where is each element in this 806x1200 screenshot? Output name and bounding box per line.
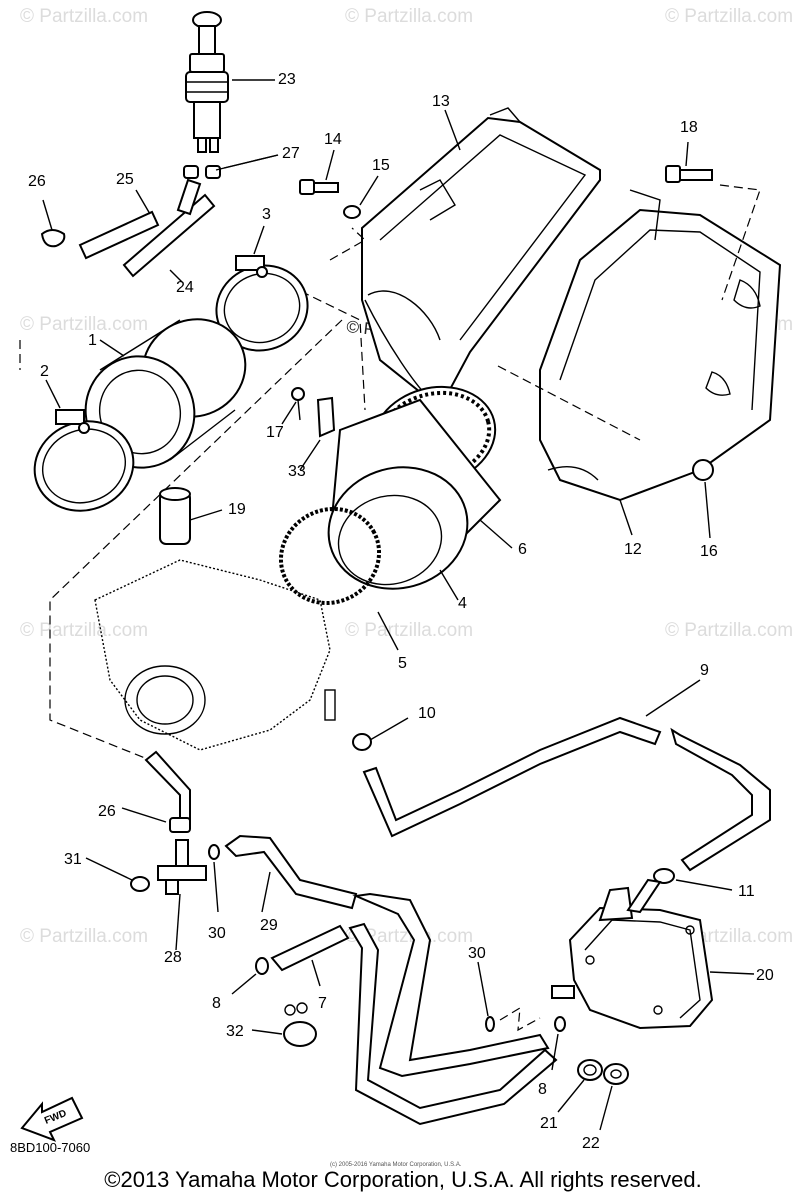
callout-number: 18 — [680, 119, 698, 136]
part-23-drawing — [185, 11, 275, 153]
callout-number: 3 — [262, 206, 271, 223]
callout-number: 29 — [260, 917, 278, 934]
callout-number: 2 — [40, 363, 49, 380]
part-1-intake-joint — [84, 318, 247, 469]
callout-number: 30 — [208, 925, 226, 942]
callout-number: 26 — [28, 173, 46, 190]
callout-number: 4 — [458, 595, 467, 612]
drawing-code: 8BD100-7060 — [10, 1140, 91, 1155]
part-13-air-cleaner-case — [361, 107, 601, 411]
watermark: © Partzilla.com — [20, 6, 148, 27]
part-12-air-cleaner-cover — [539, 189, 782, 539]
callout-number: 6 — [518, 541, 527, 558]
part-7-hose — [231, 922, 558, 1126]
callout-number: 14 — [324, 131, 342, 148]
callout-number: 17 — [266, 424, 284, 441]
part-30-lower-clip — [477, 961, 495, 1032]
callout-labels: 1 2 3 4 5 6 7 8 8 9 10 11 12 13 14 15 16… — [28, 71, 774, 1152]
callout-number: 16 — [700, 543, 718, 560]
part-28-31-tee — [85, 839, 207, 951]
callout-number: 8 — [538, 1081, 547, 1098]
callout-number: 28 — [164, 949, 182, 966]
watermark: © Partzilla.com — [345, 620, 473, 641]
watermark: © Partzilla.com — [345, 6, 473, 27]
watermark: © Partzilla.com — [665, 6, 793, 27]
callout-number: 7 — [318, 995, 327, 1012]
part-26-lower — [121, 750, 191, 833]
part-6-filter-element — [327, 385, 513, 590]
callout-number: 30 — [468, 945, 486, 962]
callout-number: 32 — [226, 1023, 244, 1040]
fwd-arrow: FWD — [20, 1096, 84, 1142]
part-19-cap — [159, 487, 223, 545]
part-21-22-nut-washer — [557, 1059, 629, 1131]
part-18-bolt — [665, 141, 713, 183]
callout-number: 20 — [756, 967, 774, 984]
callout-number: 33 — [288, 463, 306, 480]
watermark: © Partzilla.com — [20, 926, 148, 947]
copyright-notice: ©2013 Yamaha Motor Corporation, U.S.A. A… — [104, 1167, 702, 1192]
callout-number: 13 — [432, 93, 450, 110]
part-11-clip — [653, 868, 733, 891]
callout-number: 5 — [398, 655, 407, 672]
callout-number: 9 — [700, 662, 709, 679]
callout-number: 12 — [624, 541, 642, 558]
callout-number: 15 — [372, 157, 390, 174]
callout-number: 23 — [278, 71, 296, 88]
engine-outline — [94, 559, 336, 751]
part-2-clamp — [33, 379, 135, 512]
watermark: © Partzilla.com — [665, 620, 793, 641]
callout-number: 1 — [88, 332, 97, 349]
callout-number: 27 — [282, 145, 300, 162]
watermark: © Partzilla.com — [345, 926, 473, 947]
watermark: © Partzilla.com — [20, 314, 148, 335]
part-17-33-screw-bracket — [281, 387, 336, 471]
part-20-fuel-pump — [551, 878, 755, 1030]
part-5-o-ring — [278, 506, 459, 651]
part-29-hose — [208, 834, 550, 1078]
callout-number: 21 — [540, 1115, 558, 1132]
callout-number: 19 — [228, 501, 246, 518]
part-3-clamp — [215, 225, 309, 352]
part-10-clip — [352, 717, 409, 751]
callout-number: 8 — [212, 995, 221, 1012]
part-14-15-bolt-washer — [299, 149, 379, 219]
watermark-layer: © Partzilla.com © Partzilla.com © Partzi… — [20, 6, 793, 947]
callout-number: 26 — [98, 803, 116, 820]
small-hoses-top-left — [40, 154, 279, 283]
part-9-hose — [362, 679, 771, 872]
watermark: © Partzilla.com — [20, 620, 148, 641]
callout-number: 11 — [738, 883, 755, 900]
callout-number: 22 — [582, 1135, 600, 1152]
callout-number: 31 — [64, 851, 82, 868]
part-8-lower-clip — [551, 1016, 566, 1071]
callout-number: 25 — [116, 171, 134, 188]
callout-number: 24 — [176, 279, 194, 296]
assembly-lines — [19, 184, 761, 1032]
callout-number: 10 — [418, 705, 436, 722]
tiny-copyright: (c) 2005-2016 Yamaha Motor Corporation, … — [330, 1162, 462, 1168]
